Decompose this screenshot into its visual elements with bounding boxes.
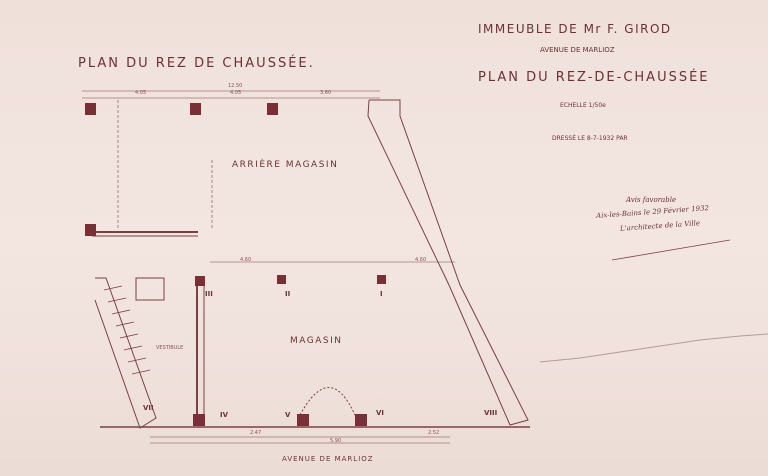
dimension-label: 2.47 [250, 430, 262, 436]
dimension-label: 4.05 [135, 90, 147, 96]
pillar-label: VII [143, 404, 154, 412]
pillar-label: VIII [484, 409, 498, 417]
pillar [85, 103, 96, 115]
pillar-label: II [285, 290, 291, 298]
drafted-date: DRESSÉ LE 8-7-1932 PAR [552, 135, 628, 142]
plan-subtitle: PLAN DU REZ-DE-CHAUSSÉE [478, 70, 710, 85]
vestibule-label: VESTIBULE [156, 345, 184, 351]
pillar-label: III [205, 290, 213, 298]
signature-line [611, 239, 731, 261]
dimension-label: 4.60 [415, 257, 427, 263]
owner-heading: IMMEUBLE DE Mr F. GIROD [478, 22, 672, 36]
pillar [277, 275, 286, 284]
pillar [267, 103, 278, 115]
pillar-label: I [380, 290, 383, 298]
room-label-store: MAGASIN [290, 336, 343, 346]
dimension-label: 12.50 [228, 83, 243, 89]
drawing-title: PLAN DU REZ DE CHAUSSÉE. [78, 56, 315, 71]
entrance-arc [299, 387, 356, 416]
pillar [193, 414, 205, 426]
paper-tear [539, 333, 768, 363]
approval-line-1: Avis favorable [626, 196, 677, 204]
pillar [355, 414, 367, 426]
pillar [297, 414, 309, 426]
pillar-label: V [285, 411, 291, 419]
pillar [85, 224, 96, 236]
staircase [103, 285, 151, 375]
dimension-label: 2.52 [428, 430, 440, 436]
dimension-label: 4.60 [240, 257, 252, 263]
pillar [190, 103, 201, 115]
left-wall [94, 277, 157, 429]
scale-label: ECHELLE 1/50e [560, 102, 606, 109]
dimension-label: 4.05 [230, 90, 242, 96]
dimension-label: 5.90 [330, 438, 342, 444]
room-label-back-store: ARRIÈRE MAGASIN [232, 160, 339, 170]
pillar [195, 276, 205, 286]
pillar [377, 275, 386, 284]
address-subheading: AVENUE DE MARLIOZ [540, 46, 615, 54]
pillar-label: VI [376, 409, 385, 417]
street-label: AVENUE DE MARLIOZ [282, 455, 374, 463]
dimension-lines [82, 90, 455, 444]
dimension-label: 3.60 [320, 90, 332, 96]
right-wall [367, 99, 529, 426]
pillar-label: IV [220, 411, 229, 419]
fixture-box [135, 277, 165, 301]
